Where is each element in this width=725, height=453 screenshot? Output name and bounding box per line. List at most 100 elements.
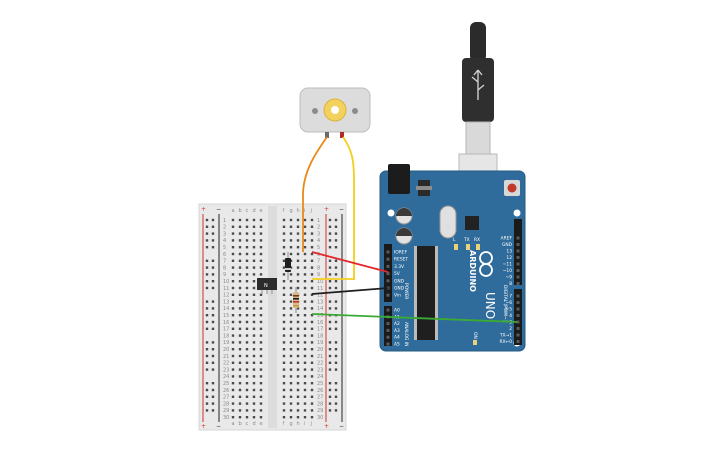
breadboard-hole[interactable] (238, 334, 242, 337)
breadboard-hole[interactable] (252, 266, 256, 269)
breadboard-hole[interactable] (231, 252, 235, 256)
header-pin[interactable] (386, 279, 390, 283)
breadboard-hole[interactable] (245, 409, 249, 412)
breadboard-hole[interactable] (296, 314, 300, 317)
rail-hole[interactable] (334, 320, 338, 324)
breadboard-hole[interactable] (231, 409, 235, 412)
breadboard-hole[interactable] (259, 314, 263, 317)
breadboard-hole[interactable] (231, 266, 235, 269)
breadboard-hole[interactable] (296, 218, 300, 222)
breadboard-hole[interactable] (231, 334, 235, 337)
breadboard-hole[interactable] (231, 293, 235, 296)
breadboard-hole[interactable] (310, 348, 314, 351)
breadboard-hole[interactable] (310, 395, 314, 398)
rail-hole[interactable] (334, 388, 338, 392)
breadboard-hole[interactable] (303, 382, 307, 385)
rail-hole[interactable] (334, 368, 338, 371)
breadboard-hole[interactable] (282, 218, 286, 222)
rail-hole[interactable] (334, 280, 338, 283)
breadboard-hole[interactable] (245, 382, 249, 385)
breadboard-hole[interactable] (303, 280, 307, 283)
rail-hole[interactable] (328, 402, 332, 405)
rail-hole[interactable] (205, 361, 209, 364)
breadboard-hole[interactable] (282, 327, 286, 330)
rail-hole[interactable] (334, 286, 338, 290)
resistor[interactable] (293, 287, 299, 313)
breadboard-hole[interactable] (231, 259, 235, 262)
rail-hole[interactable] (328, 327, 332, 330)
wire-red[interactable] (311, 251, 389, 273)
breadboard-hole[interactable] (289, 314, 293, 317)
breadboard-hole[interactable] (252, 320, 256, 324)
breadboard-hole[interactable] (252, 409, 256, 412)
breadboard-hole[interactable] (282, 409, 286, 412)
breadboard-hole[interactable] (310, 307, 314, 310)
rail-hole[interactable] (205, 320, 209, 324)
breadboard-hole[interactable] (245, 341, 249, 344)
breadboard-hole[interactable] (303, 416, 307, 419)
rail-hole[interactable] (205, 395, 209, 398)
breadboard-hole[interactable] (245, 348, 249, 351)
rail-hole[interactable] (205, 232, 209, 235)
breadboard-hole[interactable] (238, 402, 242, 405)
breadboard-hole[interactable] (289, 252, 293, 256)
wire-black[interactable] (311, 287, 389, 295)
breadboard-hole[interactable] (259, 246, 263, 249)
breadboard-hole[interactable] (282, 246, 286, 249)
breadboard-hole[interactable] (231, 232, 235, 235)
breadboard-hole[interactable] (310, 300, 314, 303)
breadboard-hole[interactable] (289, 375, 293, 378)
breadboard-hole[interactable] (303, 402, 307, 405)
breadboard-hole[interactable] (303, 314, 307, 317)
rail-hole[interactable] (205, 300, 209, 303)
header-pin[interactable] (516, 320, 520, 324)
breadboard-hole[interactable] (259, 252, 263, 256)
rail-hole[interactable] (211, 218, 215, 222)
breadboard-hole[interactable] (303, 252, 307, 256)
breadboard-hole[interactable] (303, 300, 307, 303)
rail-hole[interactable] (328, 354, 332, 358)
breadboard-hole[interactable] (303, 246, 307, 249)
breadboard-hole[interactable] (259, 266, 263, 269)
breadboard-hole[interactable] (282, 361, 286, 364)
breadboard-hole[interactable] (259, 232, 263, 235)
breadboard-hole[interactable] (289, 327, 293, 330)
header-pin[interactable] (386, 335, 390, 339)
breadboard-hole[interactable] (238, 409, 242, 412)
breadboard-hole[interactable] (231, 239, 235, 242)
breadboard-hole[interactable] (282, 341, 286, 344)
breadboard-hole[interactable] (303, 341, 307, 344)
breadboard-hole[interactable] (238, 348, 242, 351)
rail-hole[interactable] (328, 307, 332, 310)
breadboard-hole[interactable] (238, 388, 242, 392)
breadboard-hole[interactable] (238, 354, 242, 358)
breadboard-hole[interactable] (289, 232, 293, 235)
breadboard-hole[interactable] (289, 416, 293, 419)
breadboard-hole[interactable] (289, 307, 293, 310)
breadboard-hole[interactable] (252, 259, 256, 262)
rail-hole[interactable] (328, 280, 332, 283)
breadboard-hole[interactable] (252, 239, 256, 242)
breadboard-hole[interactable] (289, 368, 293, 371)
breadboard-hole[interactable] (238, 266, 242, 269)
breadboard-hole[interactable] (259, 361, 263, 364)
header-pin[interactable] (516, 340, 520, 343)
header-pin[interactable] (386, 293, 390, 297)
rail-hole[interactable] (211, 232, 215, 235)
rail-hole[interactable] (211, 273, 215, 276)
breadboard-hole[interactable] (310, 239, 314, 242)
header-pin[interactable] (386, 322, 390, 326)
breadboard-hole[interactable] (296, 225, 300, 228)
rail-hole[interactable] (205, 280, 209, 283)
breadboard-hole[interactable] (282, 232, 286, 235)
breadboard-hole[interactable] (259, 354, 263, 358)
header-pin[interactable] (516, 269, 520, 272)
breadboard-hole[interactable] (296, 416, 300, 419)
breadboard-hole[interactable] (231, 348, 235, 351)
breadboard-hole[interactable] (282, 416, 286, 419)
breadboard-hole[interactable] (282, 239, 286, 242)
breadboard-hole[interactable] (259, 225, 263, 228)
breadboard-hole[interactable] (289, 361, 293, 364)
rail-hole[interactable] (211, 341, 215, 344)
breadboard-hole[interactable] (296, 273, 300, 276)
